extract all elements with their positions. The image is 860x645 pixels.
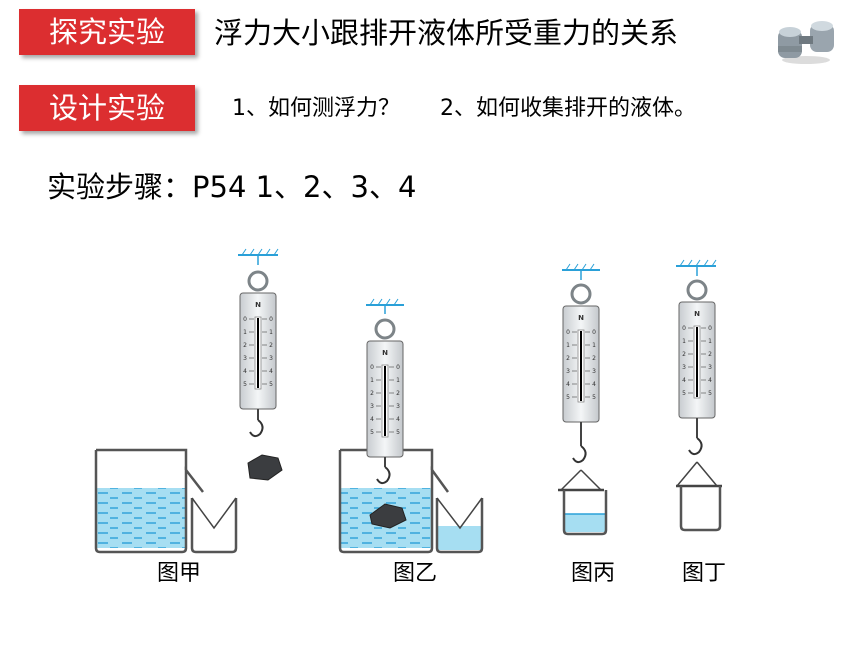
question-1: 1、如何测浮力？ [232,96,400,121]
question-row: 1、如何测浮力？ 2、如何收集排开的液体。 [232,90,696,122]
steps-text: 实验步骤：P54 1、2、3、4 [47,170,417,204]
figure-ding [676,259,722,532]
figure-label-bing: 图丙 [571,561,616,586]
spring-scale-bing [560,263,602,491]
empty-beaker [676,484,722,532]
design-tag: 设计实验 [19,85,195,131]
figure-label-jia: 图甲 [157,561,202,586]
figure-jia [94,248,283,554]
figure-label-yi: 图乙 [393,561,438,586]
overflow-beaker [94,448,204,554]
spring-scale-ding [676,259,718,487]
spring-scale-yi [365,298,407,529]
question-2: 2、如何收集排开的液体。 [440,96,696,121]
figure-yi [338,298,484,554]
figure-bing [558,263,608,536]
topic-tag: 探究实验 [19,9,195,55]
collected-water-beaker [558,488,608,536]
catch-beaker-yi [435,497,484,554]
binoculars-icon [775,16,837,66]
spring-scale-jia [238,248,283,481]
catch-beaker [190,497,238,554]
overflow-beaker-yi [338,448,450,554]
page-title: 浮力大小跟排开液体所受重力的关系 [214,16,679,50]
figure-label-ding: 图丁 [682,561,727,586]
